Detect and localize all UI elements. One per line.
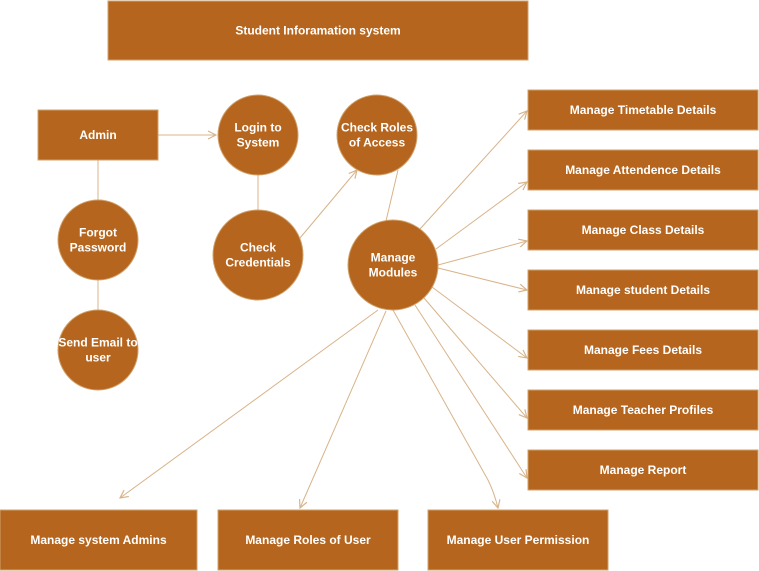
node-attendence: Manage Attendence Details bbox=[527, 149, 759, 191]
node-roles-user-box bbox=[217, 509, 399, 571]
node-timetable-label: Manage Timetable Details bbox=[570, 103, 717, 117]
node-sys-admins-box bbox=[0, 509, 198, 571]
node-check-cred-label: Check bbox=[240, 241, 276, 255]
node-teacher-box bbox=[527, 389, 759, 431]
node-student: Manage student Details bbox=[527, 269, 759, 311]
title-box: Student Inforamation system bbox=[107, 0, 529, 61]
edge-manage-modules-to-timetable bbox=[419, 111, 527, 230]
node-manage-modules-label: Manage bbox=[371, 251, 416, 265]
node-user-perm: Manage User Permission bbox=[427, 509, 609, 571]
node-send-email-label: Send Email to bbox=[58, 336, 137, 350]
node-admin-box bbox=[37, 109, 159, 161]
node-fees-label: Manage Fees Details bbox=[584, 343, 702, 357]
node-class-label: Manage Class Details bbox=[582, 223, 705, 237]
node-admin-label: Admin bbox=[79, 128, 116, 142]
edge-manage-modules-to-class bbox=[437, 241, 527, 266]
node-check-cred-label: Credentials bbox=[225, 256, 291, 270]
node-report: Manage Report bbox=[527, 449, 759, 491]
node-admin: Admin bbox=[37, 109, 159, 161]
node-report-box bbox=[527, 449, 759, 491]
node-login-circle bbox=[217, 94, 299, 176]
node-manage-modules-circle bbox=[347, 219, 439, 311]
edge-manage-modules-to-attendence bbox=[435, 182, 527, 250]
node-sys-admins-label: Manage system Admins bbox=[30, 533, 167, 547]
node-login-label: Login to bbox=[234, 121, 281, 135]
edge-manage-modules-to-roles-user bbox=[300, 310, 387, 508]
edge-check-roles-to-manage-modules bbox=[385, 169, 399, 222]
edges-layer bbox=[97, 111, 527, 508]
edge-manage-modules-to-teacher bbox=[423, 297, 527, 418]
node-check-roles-circle bbox=[336, 94, 418, 176]
title-box-label: Student Inforamation system bbox=[235, 24, 400, 38]
title-box-shape bbox=[107, 0, 529, 61]
node-student-box bbox=[527, 269, 759, 311]
node-teacher: Manage Teacher Profiles bbox=[527, 389, 759, 431]
edge-manage-modules-to-fees bbox=[431, 286, 527, 358]
node-user-perm-label: Manage User Permission bbox=[447, 533, 590, 547]
node-forgot-circle bbox=[57, 199, 139, 281]
node-report-label: Manage Report bbox=[600, 463, 687, 477]
node-manage-modules-label: Modules bbox=[369, 266, 418, 280]
node-check-roles-label: Check Roles bbox=[341, 121, 413, 135]
edge-check-cred-to-check-roles bbox=[299, 170, 357, 239]
node-timetable: Manage Timetable Details bbox=[527, 89, 759, 131]
node-roles-user-label: Manage Roles of User bbox=[245, 533, 371, 547]
node-check-cred-circle bbox=[212, 209, 304, 301]
edge-manage-modules-to-student bbox=[437, 267, 527, 290]
node-class: Manage Class Details bbox=[527, 209, 759, 251]
node-user-perm-box bbox=[427, 509, 609, 571]
edge-manage-modules-to-report bbox=[414, 304, 527, 478]
node-send-email-label: user bbox=[85, 351, 111, 365]
node-fees-box bbox=[527, 329, 759, 371]
node-roles-user: Manage Roles of User bbox=[217, 509, 399, 571]
node-teacher-label: Manage Teacher Profiles bbox=[573, 403, 714, 417]
node-student-label: Manage student Details bbox=[576, 283, 710, 297]
node-attendence-label: Manage Attendence Details bbox=[565, 163, 721, 177]
node-fees: Manage Fees Details bbox=[527, 329, 759, 371]
node-login-label: System bbox=[237, 136, 280, 150]
node-check-roles-label: of Access bbox=[349, 136, 406, 150]
title-layer: Student Inforamation system bbox=[107, 0, 529, 61]
edge-manage-modules-to-sys-admins bbox=[120, 309, 379, 498]
node-forgot-label: Forgot bbox=[79, 226, 117, 240]
node-timetable-box bbox=[527, 89, 759, 131]
node-send-email-circle bbox=[57, 309, 139, 391]
node-sys-admins: Manage system Admins bbox=[0, 509, 198, 571]
edge-manage-modules-to-user-perm bbox=[392, 309, 498, 508]
node-forgot-label: Password bbox=[70, 241, 127, 255]
node-attendence-box bbox=[527, 149, 759, 191]
node-class-box bbox=[527, 209, 759, 251]
